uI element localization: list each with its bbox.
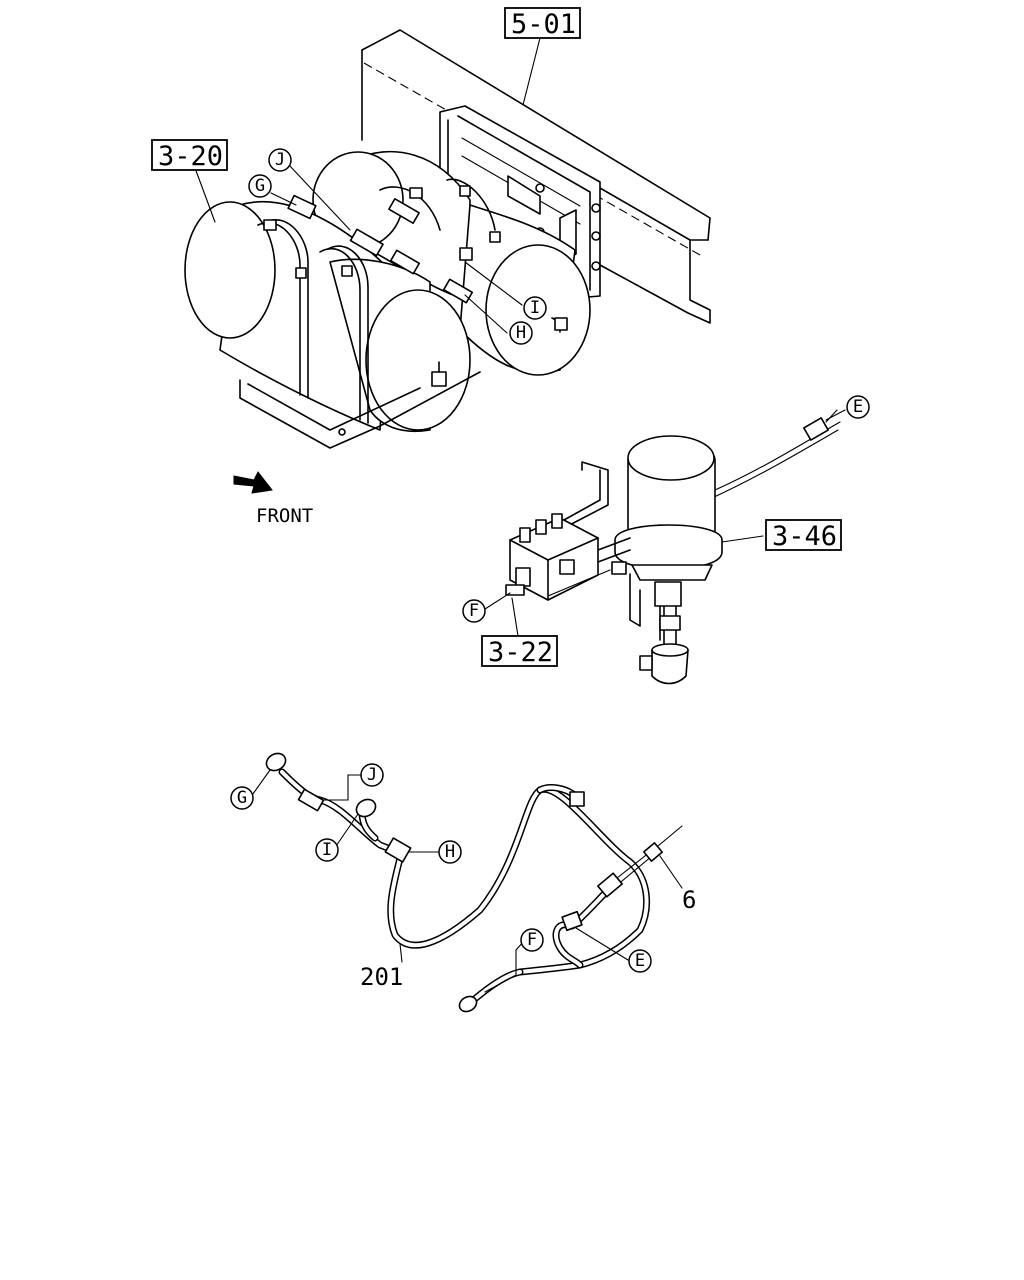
callout-letter: I [530, 298, 540, 318]
callout-letter: F [469, 601, 479, 621]
callout-bottom-e: E [628, 949, 652, 973]
callout-letter: I [322, 840, 332, 860]
callout-top-g: G [248, 174, 272, 198]
ref-box-label: 5-01 [511, 9, 576, 40]
ref-box-3-22[interactable]: 3-22 [481, 635, 558, 668]
leader-lines-top [194, 37, 838, 637]
callout-top-f: F [462, 599, 486, 623]
callout-letter: E [635, 951, 645, 971]
air-dryer [554, 409, 846, 685]
part-number-201[interactable]: 201 [360, 963, 403, 991]
callout-letter: G [237, 788, 247, 808]
ref-box-3-20[interactable]: 3-20 [151, 139, 228, 172]
ref-box-label: 3-20 [158, 141, 223, 172]
front-indicator: FRONT [233, 471, 313, 527]
ref-box-label: 3-46 [772, 521, 837, 552]
callout-letter: H [445, 842, 455, 862]
callout-top-j: J [268, 148, 292, 172]
callout-bottom-f: F [520, 928, 544, 952]
ref-box-5-01[interactable]: 5-01 [504, 7, 581, 40]
hose-assembly [265, 752, 683, 1013]
front-label: FRONT [256, 505, 313, 527]
callout-bottom-i: I [315, 838, 339, 862]
callout-bottom-j: J [360, 763, 384, 787]
part-number-6[interactable]: 6 [682, 886, 696, 914]
callout-letter: J [367, 765, 377, 785]
callout-top-e: E [846, 395, 870, 419]
air-tank-front-right [329, 258, 471, 433]
callout-letter: E [853, 397, 863, 417]
frame-rail [361, 29, 711, 324]
valve-assembly [505, 513, 631, 601]
leader-lines-bottom [249, 769, 683, 993]
ref-box-3-46[interactable]: 3-46 [765, 519, 842, 552]
ref-box-label: 3-22 [488, 637, 553, 668]
callout-letter: H [516, 323, 526, 343]
callout-letter: F [527, 930, 537, 950]
callout-top-h: H [509, 321, 533, 345]
air-tank-back-left [312, 150, 471, 301]
callout-letter: J [275, 150, 285, 170]
callout-letter: G [255, 176, 265, 196]
front-arrow-icon [233, 471, 273, 494]
callout-bottom-h: H [438, 840, 462, 864]
callout-top-i: I [523, 296, 547, 320]
callout-bottom-g: G [230, 786, 254, 810]
